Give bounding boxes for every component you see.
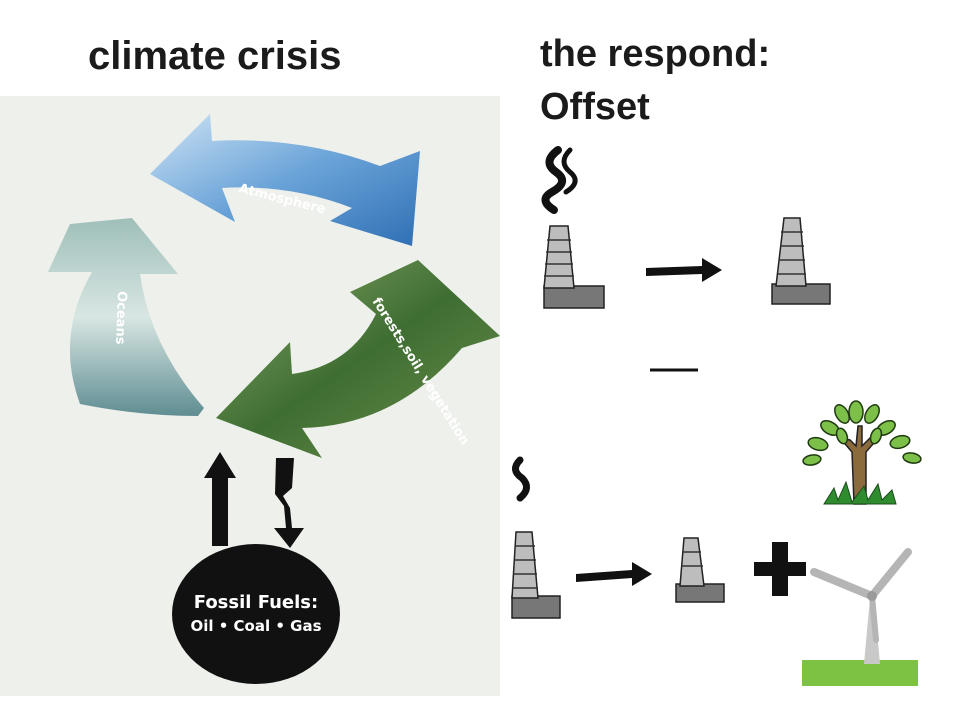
carbon-cycle-panel: Atmosphere Oceans forests,soil, vegetati…	[0, 96, 500, 696]
plus-icon	[754, 542, 806, 596]
fossil-fuels-subtitle: Oil • Coal • Gas	[190, 617, 321, 635]
respond-title-line2: Offset	[540, 86, 650, 128]
respond-title: the respond: Offset	[540, 28, 770, 134]
tree-icon	[802, 400, 922, 505]
forests-arrow: forests,soil, vegetation	[216, 260, 500, 458]
oceans-label: Oceans	[112, 291, 129, 345]
factory-icon	[675, 537, 725, 603]
offset-illustration	[511, 146, 922, 686]
arrow-down-icon	[274, 458, 304, 548]
oceans-arrow: Oceans	[48, 218, 204, 416]
factory-icon	[511, 531, 561, 619]
climate-crisis-title: climate crisis	[88, 34, 342, 78]
smoke-icon	[541, 146, 566, 214]
arrow-right-icon	[646, 258, 722, 282]
fossil-fuels-ellipse	[172, 544, 340, 684]
respond-title-line1: the respond:	[540, 33, 771, 75]
factory-icon	[543, 225, 605, 309]
atmosphere-arrow: Atmosphere	[150, 114, 420, 246]
fossil-fuels-title: Fossil Fuels:	[194, 592, 318, 613]
smoke-icon	[512, 456, 530, 502]
smoke-icon	[561, 147, 578, 195]
arrow-up-icon	[204, 452, 236, 546]
arrow-right-icon	[576, 562, 652, 586]
wind-turbine-icon	[802, 548, 918, 686]
carbon-cycle-diagram: Atmosphere Oceans forests,soil, vegetati…	[48, 114, 500, 684]
factory-icon	[771, 217, 831, 305]
